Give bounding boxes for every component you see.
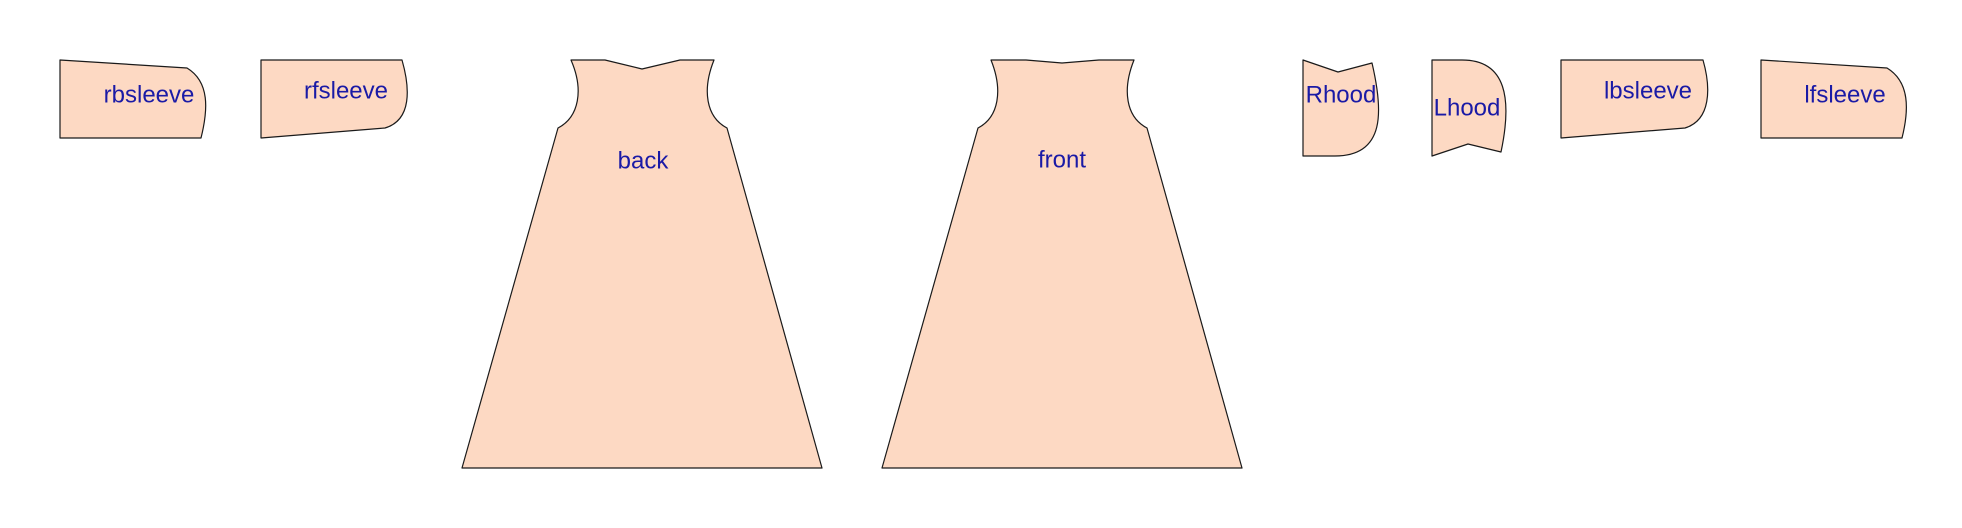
piece-rfsleeve[interactable]: rfsleeve (260, 59, 408, 139)
piece-rhood-label: Rhood (1306, 81, 1377, 108)
piece-front-label: front (1038, 146, 1086, 173)
piece-lfsleeve-label: lfsleeve (1804, 81, 1885, 108)
piece-front-shape (881, 59, 1243, 469)
piece-rbsleeve[interactable]: rbsleeve (59, 59, 207, 139)
piece-lbsleeve[interactable]: lbsleeve (1560, 59, 1709, 139)
piece-lfsleeve[interactable]: lfsleeve (1760, 59, 1907, 139)
piece-rhood[interactable]: Rhood (1302, 59, 1380, 157)
piece-rfsleeve-shape (260, 59, 408, 139)
piece-back[interactable]: back (461, 59, 823, 469)
piece-lhood-shape (1431, 59, 1507, 157)
piece-back-label: back (618, 147, 670, 174)
piece-lfsleeve-shape (1760, 59, 1907, 139)
piece-rhood-shape (1302, 59, 1380, 157)
piece-lbsleeve-shape (1560, 59, 1709, 139)
piece-front[interactable]: front (881, 59, 1243, 469)
piece-rbsleeve-label: rbsleeve (104, 81, 195, 108)
piece-rbsleeve-shape (59, 59, 207, 139)
piece-rfsleeve-label: rfsleeve (304, 77, 388, 104)
piece-back-shape (461, 59, 823, 469)
piece-lbsleeve-label: lbsleeve (1604, 77, 1692, 104)
piece-lhood-label: Lhood (1434, 94, 1501, 121)
piece-lhood[interactable]: Lhood (1431, 59, 1507, 157)
